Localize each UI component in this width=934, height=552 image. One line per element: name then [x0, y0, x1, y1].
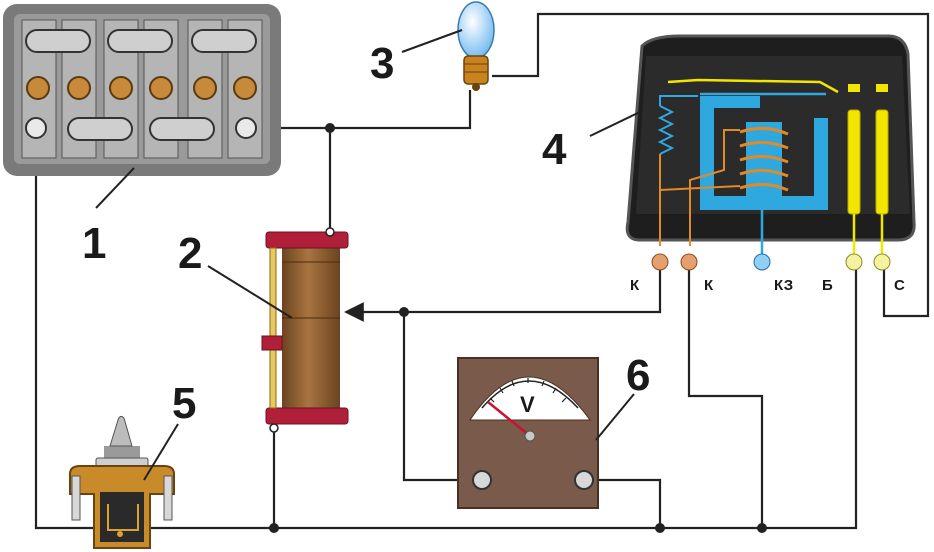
rheostat	[261, 227, 349, 433]
relay-armature	[667, 78, 839, 94]
relay-core	[700, 96, 828, 210]
terminal-label-k2: К	[704, 277, 714, 294]
wire-fusebox-to-lamp	[262, 90, 472, 130]
junction-dot	[269, 523, 279, 533]
wire-bottom-bus	[34, 128, 858, 530]
fuse-terminal-screws	[26, 76, 257, 100]
relay-terminal-balls	[651, 253, 891, 271]
terminal-label-k1: К	[630, 277, 640, 294]
rheostat-bottom-cap	[265, 407, 349, 425]
wire-voltmeter-to-bus	[585, 478, 662, 528]
fuse-output-screw	[25, 117, 47, 139]
wire-relay-k1	[344, 262, 662, 322]
callout-1-label: 1	[82, 219, 106, 268]
junction-dot	[655, 523, 665, 533]
junction-dot	[399, 307, 409, 317]
callout-numbers: 1 2 3 4 5 6	[82, 39, 650, 428]
wire-relay-k2	[687, 262, 764, 528]
wire-lamp-to-relay-c	[492, 12, 930, 318]
fuse-box	[3, 4, 281, 176]
voltmeter-letter: V	[520, 392, 535, 417]
terminal-label-c: С	[894, 277, 905, 294]
relay-spring	[657, 105, 675, 155]
rheostat-slider	[261, 335, 283, 351]
voltmeter-terminals	[472, 470, 594, 490]
junction-dot	[325, 123, 335, 133]
voltmeter-scale	[469, 376, 591, 421]
relay-resistors	[847, 109, 889, 215]
voltmeter-needle	[487, 401, 531, 437]
voltmeter	[457, 357, 599, 509]
relay-winding	[739, 127, 789, 192]
wire-slider-to-voltmeter	[402, 312, 480, 482]
callout-6-label: 6	[626, 351, 650, 400]
fuse-links	[25, 29, 257, 141]
callout-5-label: 5	[172, 379, 196, 428]
terminal-label-b: Б	[822, 277, 833, 294]
relay-regulator	[625, 34, 916, 271]
callout-2-label: 2	[178, 229, 202, 278]
fuse-output-screw	[235, 117, 257, 139]
rheostat-top-cap	[265, 231, 349, 249]
relay-terminal-labels: К К КЗ Б С	[630, 277, 905, 294]
callout-3-label: 3	[370, 39, 394, 88]
junction-dots	[269, 123, 767, 533]
terminal-label-kz: КЗ	[774, 277, 793, 294]
callout-leaders	[95, 29, 641, 481]
toggle-switch	[69, 415, 175, 549]
rheostat-slider-rail	[269, 247, 277, 409]
control-lamp	[457, 1, 495, 91]
callout-4-label: 4	[542, 125, 567, 174]
junction-dot	[757, 523, 767, 533]
